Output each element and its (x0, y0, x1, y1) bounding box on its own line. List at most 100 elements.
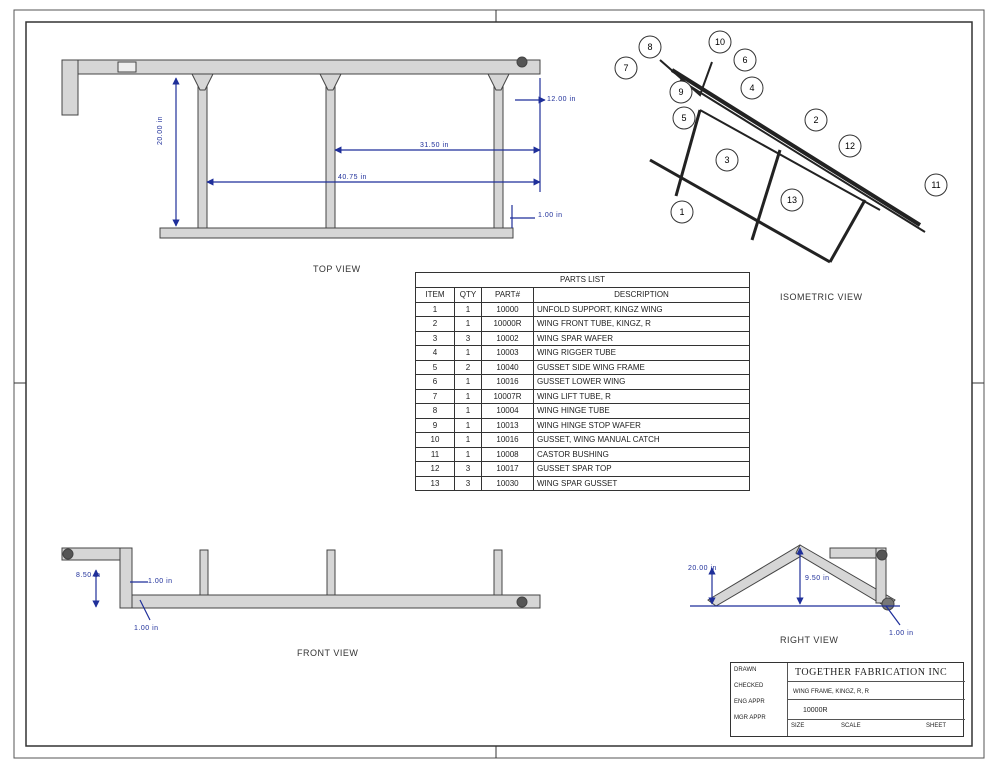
part-number-cell: 10007R (481, 388, 534, 404)
part-number-cell: 10016 (481, 374, 534, 390)
description-cell: CASTOR BUSHING (533, 446, 750, 462)
qty-cell: 1 (454, 403, 482, 419)
part-number-cell: 10013 (481, 417, 534, 433)
qty-cell: 1 (454, 417, 482, 433)
top-view-label: TOP VIEW (313, 264, 361, 274)
balloon-number: 4 (749, 83, 754, 93)
tb-label-checked: CHECKED (734, 683, 764, 689)
description-cell: GUSSET SIDE WING FRAME (533, 359, 750, 375)
right-view-label: RIGHT VIEW (780, 635, 839, 645)
qty-cell: 2 (454, 359, 482, 375)
qty-cell: 1 (454, 446, 482, 462)
part-number-cell: 10017 (481, 461, 534, 477)
part-number-cell: 10000 (481, 301, 534, 317)
qty-cell: 1 (454, 316, 482, 332)
qty-cell: 3 (454, 330, 482, 346)
item-cell: 7 (415, 388, 455, 404)
balloon: 7 (614, 56, 638, 80)
balloon: 3 (715, 148, 739, 172)
description-cell: UNFOLD SUPPORT, KINGZ WING (533, 301, 750, 317)
dim-top-right-offset: 12.00 in (547, 96, 576, 103)
description-cell: WING SPAR GUSSET (533, 475, 750, 491)
balloon: 2 (804, 108, 828, 132)
dim-front-h1: 8.50 in (76, 572, 101, 579)
qty-cell: 1 (454, 388, 482, 404)
item-cell: 1 (415, 301, 455, 317)
description-cell: WING FRONT TUBE, KINGZ, R (533, 316, 750, 332)
item-cell: 10 (415, 432, 455, 448)
balloon-number: 10 (715, 37, 725, 47)
balloon-number: 3 (724, 155, 729, 165)
balloon-number: 13 (787, 195, 797, 205)
isometric-view-label: ISOMETRIC VIEW (780, 292, 863, 302)
balloon-number: 2 (813, 115, 818, 125)
front-view-label: FRONT VIEW (297, 648, 359, 658)
parts-list-title: PARTS LIST (415, 272, 750, 287)
item-cell: 4 (415, 345, 455, 361)
company-name: TOGETHER FABRICATION INC (795, 667, 948, 678)
balloon: 4 (740, 76, 764, 100)
description-cell: GUSSET SPAR TOP (533, 461, 750, 477)
drawing-title: WING FRAME, KINGZ, R, R (793, 689, 869, 695)
qty-cell: 1 (454, 374, 482, 390)
tb-scale-label: SCALE (841, 723, 861, 729)
item-cell: 11 (415, 446, 455, 462)
item-cell: 6 (415, 374, 455, 390)
dim-right-h2: 9.50 in (805, 575, 830, 582)
item-cell: 9 (415, 417, 455, 433)
description-cell: GUSSET LOWER WING (533, 374, 750, 390)
drawing-number: 10000R (803, 707, 828, 714)
part-number-cell: 10016 (481, 432, 534, 448)
balloon-number: 1 (679, 207, 684, 217)
dim-top-height: 20.00 in (157, 116, 164, 145)
balloon-number: 8 (647, 42, 652, 52)
right-view-dimensions (690, 547, 901, 626)
dim-top-span1: 31.50 in (420, 142, 449, 149)
tb-label-eng: ENG APPR (734, 699, 765, 705)
tb-label-mgr: MGR APPR (734, 715, 766, 721)
front-view-dimensions (92, 569, 151, 621)
part-number-cell: 10002 (481, 330, 534, 346)
description-cell: WING HINGE STOP WAFER (533, 417, 750, 433)
col-description: DESCRIPTION (533, 287, 750, 303)
balloon: 8 (638, 35, 662, 59)
qty-cell: 1 (454, 432, 482, 448)
title-block: TOGETHER FABRICATION INC DRAWN CHECKED E… (730, 662, 965, 737)
qty-cell: 1 (454, 301, 482, 317)
balloon: 12 (838, 134, 862, 158)
dim-right-h1: 20.00 in (688, 565, 717, 572)
dim-front-w: 1.00 in (134, 625, 159, 632)
col-part: PART# (481, 287, 534, 303)
item-cell: 8 (415, 403, 455, 419)
dim-top-span2: 40.75 in (338, 174, 367, 181)
item-cell: 2 (415, 316, 455, 332)
balloon: 5 (672, 106, 696, 130)
outer-border (13, 9, 985, 759)
description-cell: WING LIFT TUBE, R (533, 388, 750, 404)
balloon: 10 (708, 30, 732, 54)
balloon: 9 (669, 80, 693, 104)
balloon-number: 5 (681, 113, 686, 123)
item-cell: 5 (415, 359, 455, 375)
part-number-cell: 10030 (481, 475, 534, 491)
part-number-cell: 10000R (481, 316, 534, 332)
description-cell: WING SPAR WAFER (533, 330, 750, 346)
balloon: 11 (924, 173, 948, 197)
balloon-number: 11 (931, 180, 940, 190)
qty-cell: 3 (454, 475, 482, 491)
balloon-number: 12 (845, 141, 855, 151)
